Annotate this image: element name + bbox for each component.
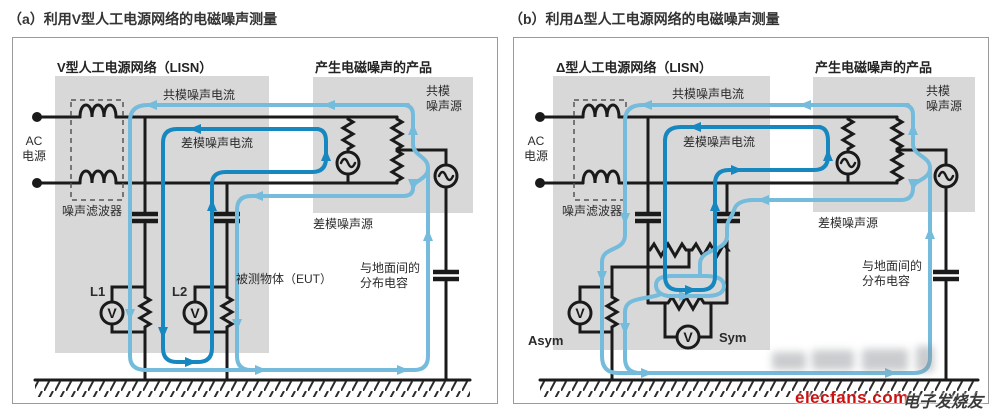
power-lines-b [538, 99, 899, 201]
lisn-network-b [567, 115, 740, 382]
voltmeter-v-label: V [107, 305, 117, 321]
meter-sym-label: Sym [719, 330, 747, 345]
lisn-network-a [99, 115, 240, 382]
product-circuit-a [335, 115, 459, 382]
lisn-label-a: V型人工电源网络（LISN） [57, 60, 213, 75]
cm-current-label-b: 共模噪声电流 [672, 87, 745, 101]
common-mode-current-path-a [125, 100, 433, 375]
panel-a-title: （a）利用V型人工电源网络的电磁噪声测量 [8, 11, 278, 27]
product-label-b: 产生电磁噪声的产品 [815, 60, 933, 75]
meter-l1-label: L1 [90, 284, 106, 299]
noise-filter-label-a: 噪声滤波器 [62, 204, 123, 218]
voltmeter-v-label: V [190, 305, 200, 321]
cm-current-label-a: 共模噪声电流 [163, 88, 236, 102]
dm-current-label-b: 差模噪声电流 [683, 135, 756, 149]
blurred-watermark-mark [916, 346, 934, 372]
dm-current-label-a: 差模噪声电流 [181, 136, 254, 150]
blurred-watermark-mark [862, 349, 908, 371]
ground-b [538, 378, 980, 397]
lisn-label-b: Δ型人工电源网络（LISN） [556, 60, 712, 75]
blurred-watermark-mark [772, 352, 806, 370]
ground-cap-label-b: 与地面间的分布电容 [862, 259, 923, 288]
common-mode-current-path-b [597, 100, 935, 378]
product-zone-b [813, 77, 975, 212]
voltmeter-v-labels: V V V V [107, 305, 693, 345]
dm-source-label-a: 差模噪声源 [313, 217, 374, 231]
cm-source-label-b: 共模噪声源 [926, 84, 963, 113]
cm-source-label-a: 共模噪声源 [426, 84, 463, 113]
blurred-watermark-mark [812, 350, 854, 370]
meter-asym-label: Asym [528, 333, 564, 348]
elecfans-watermark: elecfans.com [795, 388, 909, 407]
meter-l2-label: L2 [172, 284, 188, 299]
voltmeter-v-label: V [683, 329, 693, 345]
panel-b-title: （b）利用Δ型人工电源网络的电磁噪声测量 [509, 11, 780, 27]
noise-filter-label-b: 噪声滤波器 [562, 204, 623, 218]
ground-a [33, 378, 472, 397]
differential-current-path-a [158, 124, 331, 367]
elecfans-cn-watermark: 电子发烧友 [903, 394, 984, 411]
voltmeter-v-label: V [575, 305, 585, 321]
dm-source-label-b: 差模噪声源 [818, 216, 879, 230]
ground-cap-label-a: 与地面间的分布电容 [360, 261, 421, 290]
differential-current-path-b [663, 122, 833, 295]
product-label-a: 产生电磁噪声的产品 [315, 60, 433, 75]
eut-label-a: 被测物体（EUT） [236, 272, 333, 286]
product-circuit-b [835, 115, 959, 382]
